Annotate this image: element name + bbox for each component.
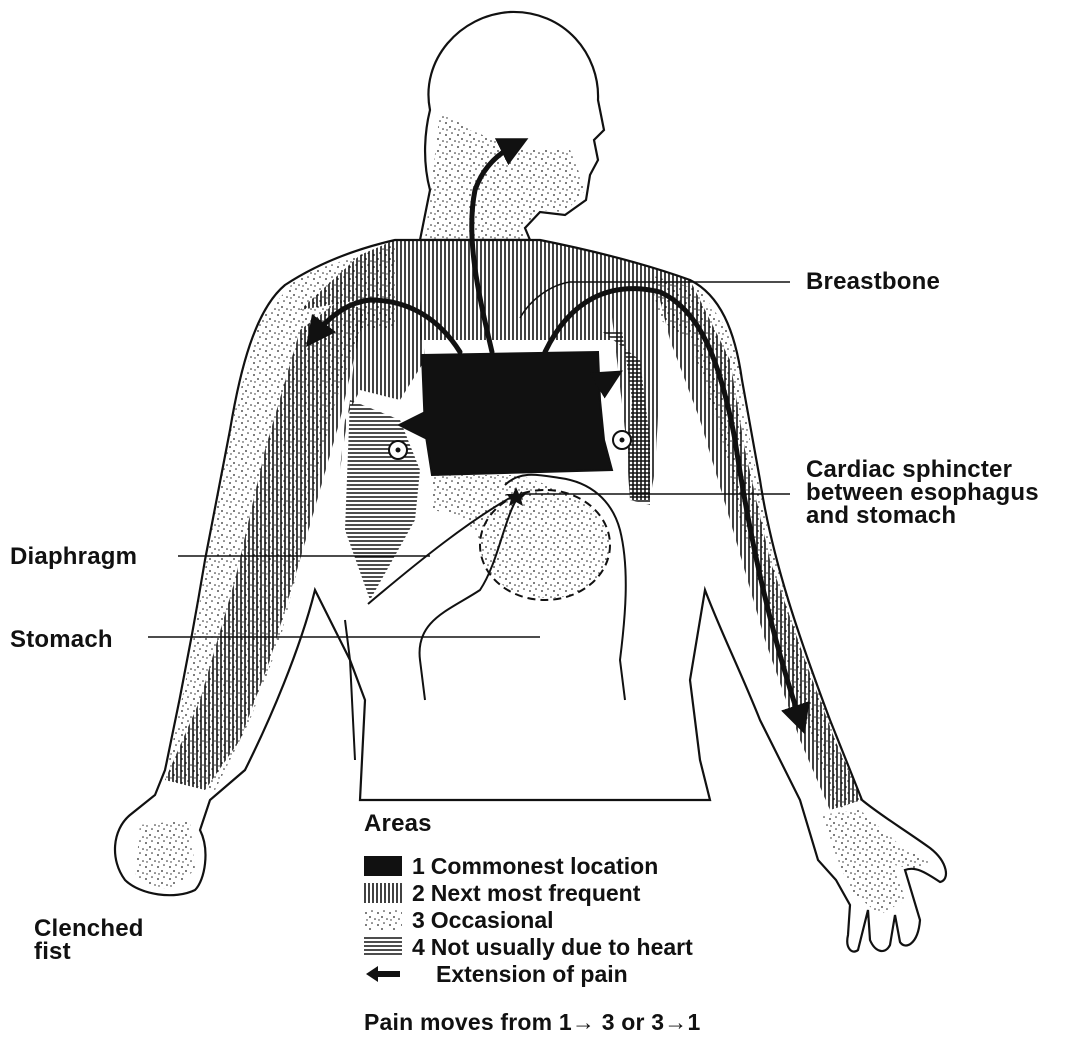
pain-movement-note: Pain moves from 1→ 3 or 3→1: [364, 1010, 700, 1034]
legend-swatch-vertical: [364, 883, 402, 903]
zone-commonest: [422, 352, 612, 475]
stomach-label: Stomach: [10, 628, 113, 652]
clenched-fist-label: Clenched fist: [34, 917, 144, 963]
legend-text: Commonest location: [431, 853, 658, 879]
legend-number: 4: [412, 934, 425, 960]
cardiac-label-line1: Cardiac sphincter: [806, 458, 1039, 481]
legend-text: Not usually due to heart: [431, 934, 693, 960]
cardiac-label-line3: and stomach: [806, 504, 1039, 527]
legend-swatch-dots: [364, 910, 402, 930]
legend-item-extension: Extension of pain: [364, 962, 628, 986]
legend-title: Areas: [364, 812, 432, 836]
cardiac-label-line2: between esophagus: [806, 481, 1039, 504]
legend-text: Occasional: [431, 907, 554, 933]
left-arrow-icon: [364, 964, 402, 984]
cardiac-sphincter-label: Cardiac sphincter between esophagus and …: [806, 458, 1039, 527]
fist-label-line1: Clenched: [34, 917, 144, 940]
legend-number: 2: [412, 880, 425, 906]
fist-label-line2: fist: [34, 940, 144, 963]
legend-number: 3: [412, 907, 425, 933]
breastbone-label: Breastbone: [806, 270, 940, 294]
legend-swatch-solid: [364, 856, 402, 876]
diaphragm-label: Diaphragm: [10, 545, 137, 569]
legend-text: Extension of pain: [412, 961, 628, 988]
legend-swatch-horizontal: [364, 937, 402, 957]
legend-text: Next most frequent: [431, 880, 641, 906]
legend-number: 1: [412, 853, 425, 879]
